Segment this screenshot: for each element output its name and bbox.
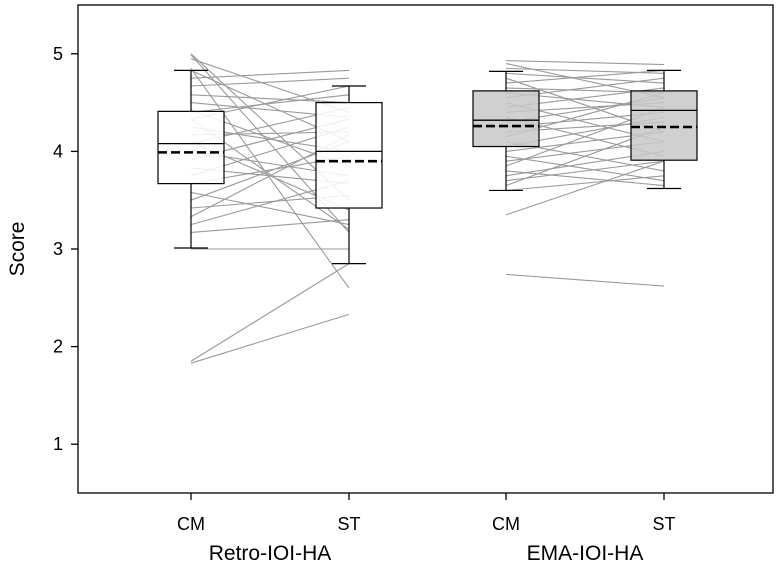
- y-tick-label: 1: [53, 434, 63, 454]
- individual-pair-line: [505, 273, 665, 287]
- individual-pair-line: [505, 175, 665, 191]
- y-axis-title: Score: [6, 222, 29, 277]
- x-tick-label: CM: [492, 514, 520, 534]
- paired-lines: [190, 53, 665, 364]
- y-axis: 1 2 3 4 5: [53, 44, 78, 454]
- individual-pair-line: [505, 160, 665, 216]
- individual-pair-line: [505, 155, 665, 182]
- group-label: Retro-IOI-HA: [209, 542, 332, 565]
- y-tick-label: 3: [53, 239, 63, 259]
- x-tick-label: ST: [652, 514, 675, 534]
- plot-frame: [77, 4, 774, 494]
- individual-pair-line: [505, 170, 665, 187]
- individual-pair-line: [190, 69, 350, 79]
- iqr-box: [630, 90, 698, 161]
- x-tick-label: ST: [337, 514, 360, 534]
- boxes: [157, 69, 698, 265]
- individual-pair-line: [190, 263, 350, 362]
- iqr-box: [315, 101, 383, 209]
- individual-pair-line: [190, 313, 350, 364]
- y-tick-label: 4: [53, 141, 63, 161]
- x-tick-label: CM: [177, 514, 205, 534]
- individual-pair-line: [190, 77, 350, 87]
- individual-pair-line: [190, 219, 350, 233]
- group-label: EMA-IOI-HA: [527, 542, 644, 565]
- iqr-box: [157, 110, 225, 185]
- individual-pair-line: [190, 94, 350, 104]
- individual-pair-line: [505, 160, 665, 182]
- individual-pair-line: [505, 69, 665, 84]
- individual-pair-line: [505, 60, 665, 66]
- individual-pair-line: [190, 94, 350, 113]
- individual-pair-line: [190, 191, 350, 226]
- y-tick-label: 2: [53, 337, 63, 357]
- iqr-box: [472, 90, 540, 148]
- y-tick-label: 5: [53, 44, 63, 64]
